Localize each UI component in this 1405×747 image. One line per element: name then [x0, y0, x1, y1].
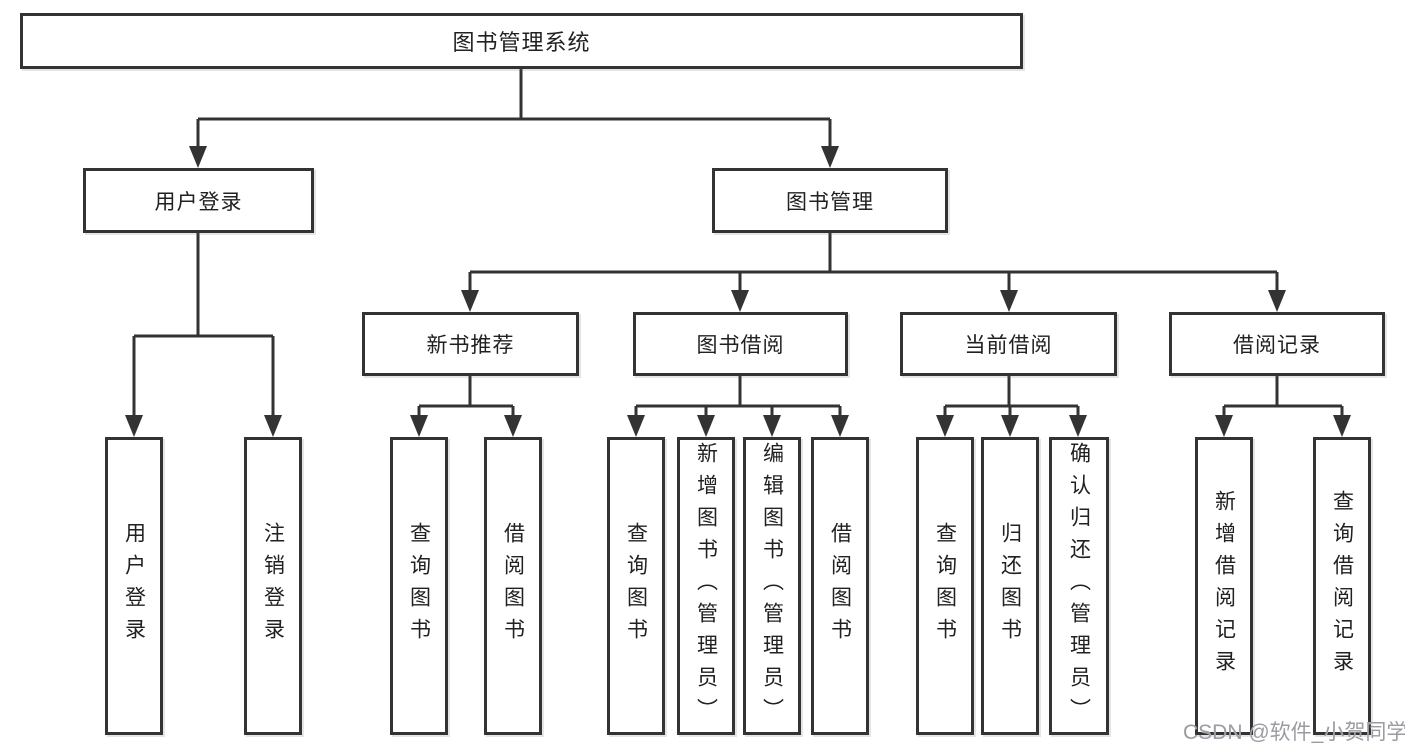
connector-book-borrow-branch: [634, 376, 842, 416]
node-current-borrow-label: 当前借阅: [964, 334, 1053, 357]
arrowhead-bb-edit: [763, 415, 781, 437]
leaf-current-confirm-return-admin-label: 确认归还（管理员）: [1067, 442, 1091, 730]
leaf-borrow-edit-book-admin-label: 编辑图书（管理员）: [760, 442, 784, 730]
arrowhead-bb-borrow: [831, 415, 849, 437]
arrowhead-cb-query: [936, 415, 954, 437]
node-user-login: 用户登录: [83, 168, 314, 233]
arrowhead-bb-add: [697, 415, 715, 437]
node-book-borrow: 图书借阅: [633, 312, 848, 376]
connector-book-management-branch: [468, 233, 1279, 291]
node-borrow-record: 借阅记录: [1169, 312, 1385, 376]
leaf-record-add-record-label: 新增借阅记录: [1212, 490, 1236, 682]
leaf-current-query-book-label: 查询图书: [933, 522, 957, 650]
node-new-book-recommend: 新书推荐: [362, 312, 579, 376]
leaf-borrow-borrow-book-label: 借阅图书: [828, 522, 852, 650]
arrowhead-current-borrow: [1000, 290, 1018, 312]
arrowhead-user-login: [189, 146, 207, 168]
node-book-borrow-label: 图书借阅: [696, 334, 785, 357]
leaf-user-login-label: 用户登录: [122, 522, 146, 650]
leaf-borrow-query-book-label: 查询图书: [624, 522, 648, 650]
leaf-newbook-query-book: 查询图书: [390, 437, 448, 735]
leaf-borrow-query-book: 查询图书: [607, 437, 665, 735]
leaf-newbook-query-book-label: 查询图书: [407, 522, 431, 650]
leaf-borrow-borrow-book: 借阅图书: [811, 437, 869, 735]
arrowhead-cb-confirm: [1069, 415, 1087, 437]
leaf-current-query-book: 查询图书: [916, 437, 974, 735]
leaf-borrow-edit-book-admin: 编辑图书（管理员）: [743, 437, 801, 735]
node-book-management: 图书管理: [712, 168, 948, 233]
leaf-borrow-add-book-admin-label: 新增图书（管理员）: [694, 442, 718, 730]
leaf-logout-label: 注销登录: [261, 522, 285, 650]
connector-root-to-level1: [196, 69, 832, 147]
node-root-system: 图书管理系统: [20, 13, 1023, 69]
node-book-management-label: 图书管理: [786, 190, 874, 214]
arrowhead-new-book: [461, 290, 479, 312]
leaf-current-return-book: 归还图书: [981, 437, 1039, 735]
leaf-newbook-borrow-book-label: 借阅图书: [501, 522, 525, 650]
connector-new-book-branch: [417, 376, 515, 416]
node-root-label: 图书管理系统: [452, 30, 591, 55]
arrowhead-leaf-login: [125, 415, 143, 437]
leaf-current-return-book-label: 归还图书: [998, 522, 1022, 650]
leaf-logout: 注销登录: [244, 437, 302, 735]
leaf-record-add-record: 新增借阅记录: [1195, 437, 1253, 735]
connector-user-login-branch: [132, 233, 275, 416]
leaf-record-query-record: 查询借阅记录: [1313, 437, 1371, 735]
leaf-borrow-add-book-admin: 新增图书（管理员）: [677, 437, 735, 735]
node-user-login-label: 用户登录: [154, 190, 243, 214]
leaf-current-confirm-return-admin: 确认归还（管理员）: [1049, 437, 1109, 735]
node-current-borrow: 当前借阅: [900, 312, 1117, 376]
arrowhead-leaf-logout: [264, 415, 282, 437]
arrowhead-br-query: [1333, 415, 1351, 437]
connector-borrow-record-branch: [1222, 376, 1344, 416]
leaf-record-query-record-label: 查询借阅记录: [1330, 490, 1354, 682]
leaf-user-login: 用户登录: [105, 437, 163, 735]
arrowhead-cb-return: [1001, 415, 1019, 437]
leaf-newbook-borrow-book: 借阅图书: [484, 437, 542, 735]
arrowhead-book-borrow: [731, 290, 749, 312]
arrowhead-nb-query: [410, 415, 428, 437]
arrowhead-bb-query: [627, 415, 645, 437]
node-new-book-recommend-label: 新书推荐: [426, 334, 515, 357]
arrowhead-borrow-record: [1268, 290, 1286, 312]
arrowhead-nb-borrow: [504, 415, 522, 437]
csdn-watermark: CSDN @软件_小贺同学: [1183, 721, 1405, 744]
arrowhead-br-add: [1215, 415, 1233, 437]
arrowhead-book-management: [821, 146, 839, 168]
node-borrow-record-label: 借阅记录: [1233, 334, 1321, 357]
connector-current-borrow-branch: [943, 376, 1080, 416]
